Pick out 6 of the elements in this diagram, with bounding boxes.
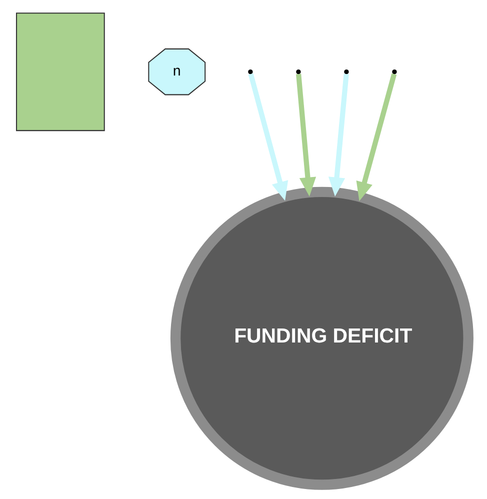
arrow	[356, 72, 397, 201]
arrow	[248, 72, 288, 200]
arrow	[296, 73, 316, 196]
node-circle: FUNDING DEFICIT	[170, 186, 474, 490]
node-box	[16, 12, 105, 131]
arrow	[328, 73, 349, 196]
